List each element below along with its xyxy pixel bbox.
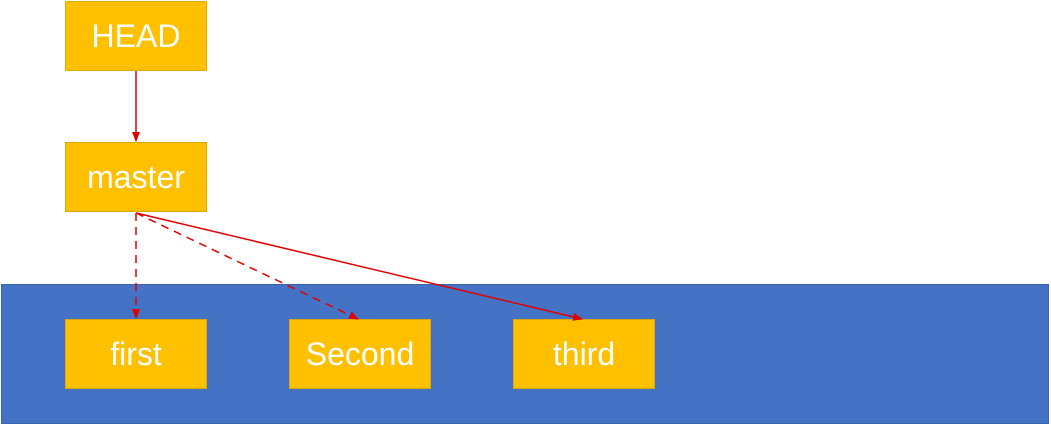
first-node: first	[65, 319, 207, 389]
second-label: Second	[305, 335, 415, 372]
head-label: HEAD	[91, 17, 181, 54]
head-node: HEAD	[65, 1, 207, 71]
master-label: master	[87, 158, 185, 195]
second-node: Second	[289, 319, 431, 389]
master-node: master	[65, 142, 207, 212]
third-label: third	[552, 335, 616, 372]
third-node: third	[513, 319, 655, 389]
first-label: first	[110, 335, 162, 372]
